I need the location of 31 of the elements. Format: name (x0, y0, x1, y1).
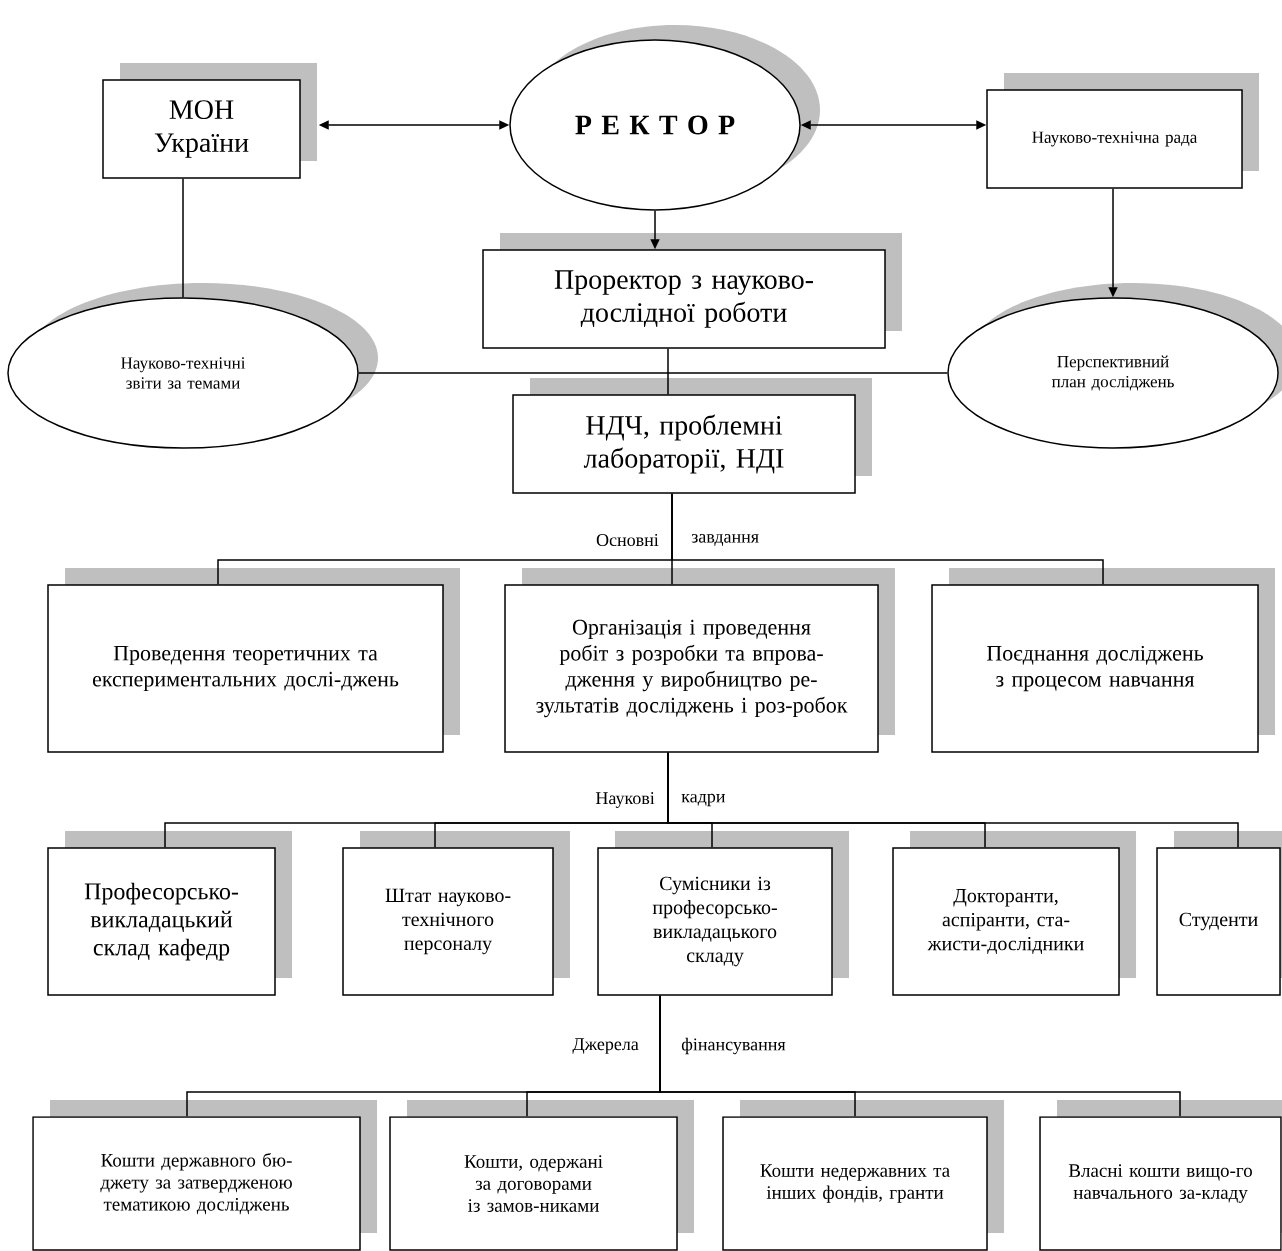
connector (659, 995, 1181, 1117)
label-text: кадри (681, 793, 726, 807)
box-node: НДЧ, проблемні лабораторії, НДІ (512, 378, 872, 494)
box-node: Проведення теоретичних та експериментальних дослі-джень (47, 568, 460, 753)
box-node: Професорсько-викладацький склад кафедр (47, 831, 292, 996)
box-node: Проректор з науково-дослідної роботи (482, 233, 902, 349)
connector (182, 178, 184, 298)
box-node: Штат науково-технічного персоналу (342, 831, 570, 996)
connector (667, 752, 1239, 848)
label-text: завдання (691, 534, 759, 546)
connector (358, 372, 948, 374)
box-node: Студенти (1156, 831, 1282, 996)
box-node: Кошти, одержані за договорами із замов-никами (389, 1100, 694, 1251)
ellipse-node: Перспективний план досліджень (947, 283, 1282, 449)
box-node: Сумісники із професорсько-викладацького складу (597, 831, 849, 996)
box-node: Власні кошти вищо-го навчального за-кладу (1039, 1100, 1282, 1251)
box-node: Поєднання досліджень з процесом навчання (931, 568, 1275, 753)
box-node: МОН України (102, 63, 317, 179)
label-text: Основні (596, 533, 659, 547)
box-node: Докторанти, аспіранти, ста-жисти-дослідники (892, 831, 1136, 996)
connector (667, 348, 669, 395)
label-text: фінансування (681, 1037, 786, 1055)
connector (671, 493, 1104, 585)
ellipse-node: Р Е К Т О Р (509, 25, 820, 211)
box-node: Науково-технічна рада (986, 73, 1259, 189)
label-text: Джерела (572, 1038, 639, 1054)
box-node: Кошти недержавних та інших фондів, гранти (722, 1100, 1004, 1251)
box-node: Кошти державного бю-джету за затвердженою тематикою досліджень (32, 1100, 377, 1251)
ellipse-node: Науково-технічні звіти за темами (7, 283, 378, 449)
label-text: Наукові (595, 792, 655, 808)
box-node: Організація і проведення робіт з розробки та впрова-дження у виробництво ре-зультатів досліджень і роз-робок (504, 568, 895, 753)
